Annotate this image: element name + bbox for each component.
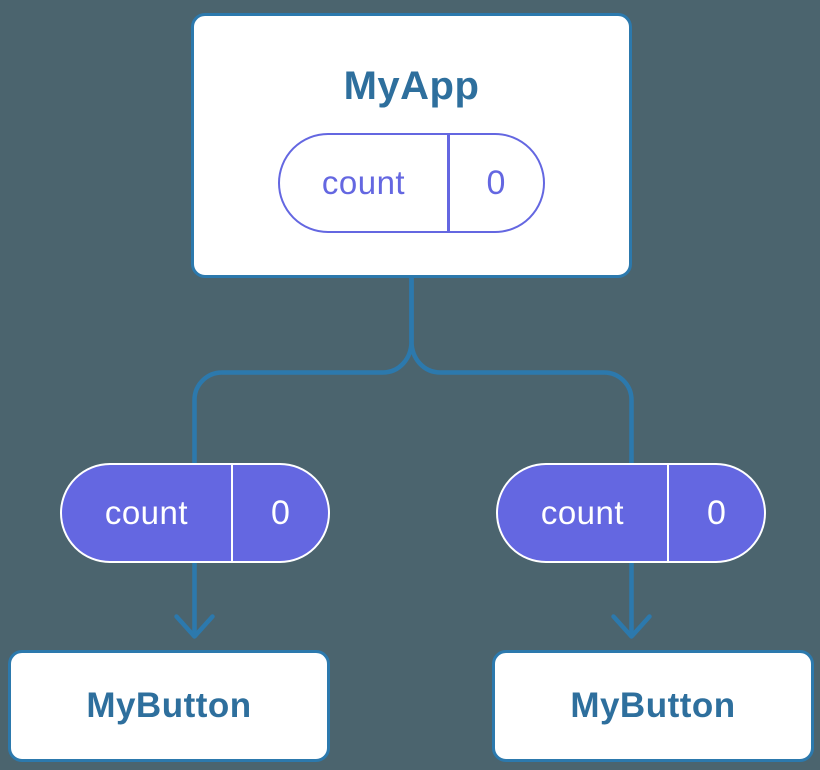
prop-name: count [104, 494, 189, 531]
component-title: MyButton [86, 686, 252, 725]
prop-value: 0 [270, 493, 291, 532]
connector-branch-right [409, 273, 634, 638]
pill-divider [230, 465, 234, 561]
component-card-myapp: MyApp count 0 [191, 13, 632, 278]
prop-name: count [540, 494, 625, 531]
pill-divider [666, 465, 670, 561]
prop-pill-right: count 0 [496, 463, 766, 563]
component-title: MyApp [343, 64, 480, 108]
state-name: count [321, 164, 406, 201]
component-title: MyButton [570, 686, 736, 725]
prop-value: 0 [706, 493, 727, 532]
prop-pill-left: count 0 [60, 463, 330, 563]
pill-divider [447, 135, 450, 231]
arrow-down-icon [174, 614, 215, 639]
component-card-mybutton-left: MyButton [8, 650, 330, 762]
arrow-down-icon [611, 614, 652, 639]
component-card-mybutton-right: MyButton [492, 650, 814, 762]
state-pill-outlined: count 0 [278, 133, 545, 233]
connector-branch-left [192, 273, 414, 638]
state-value: 0 [486, 163, 506, 202]
